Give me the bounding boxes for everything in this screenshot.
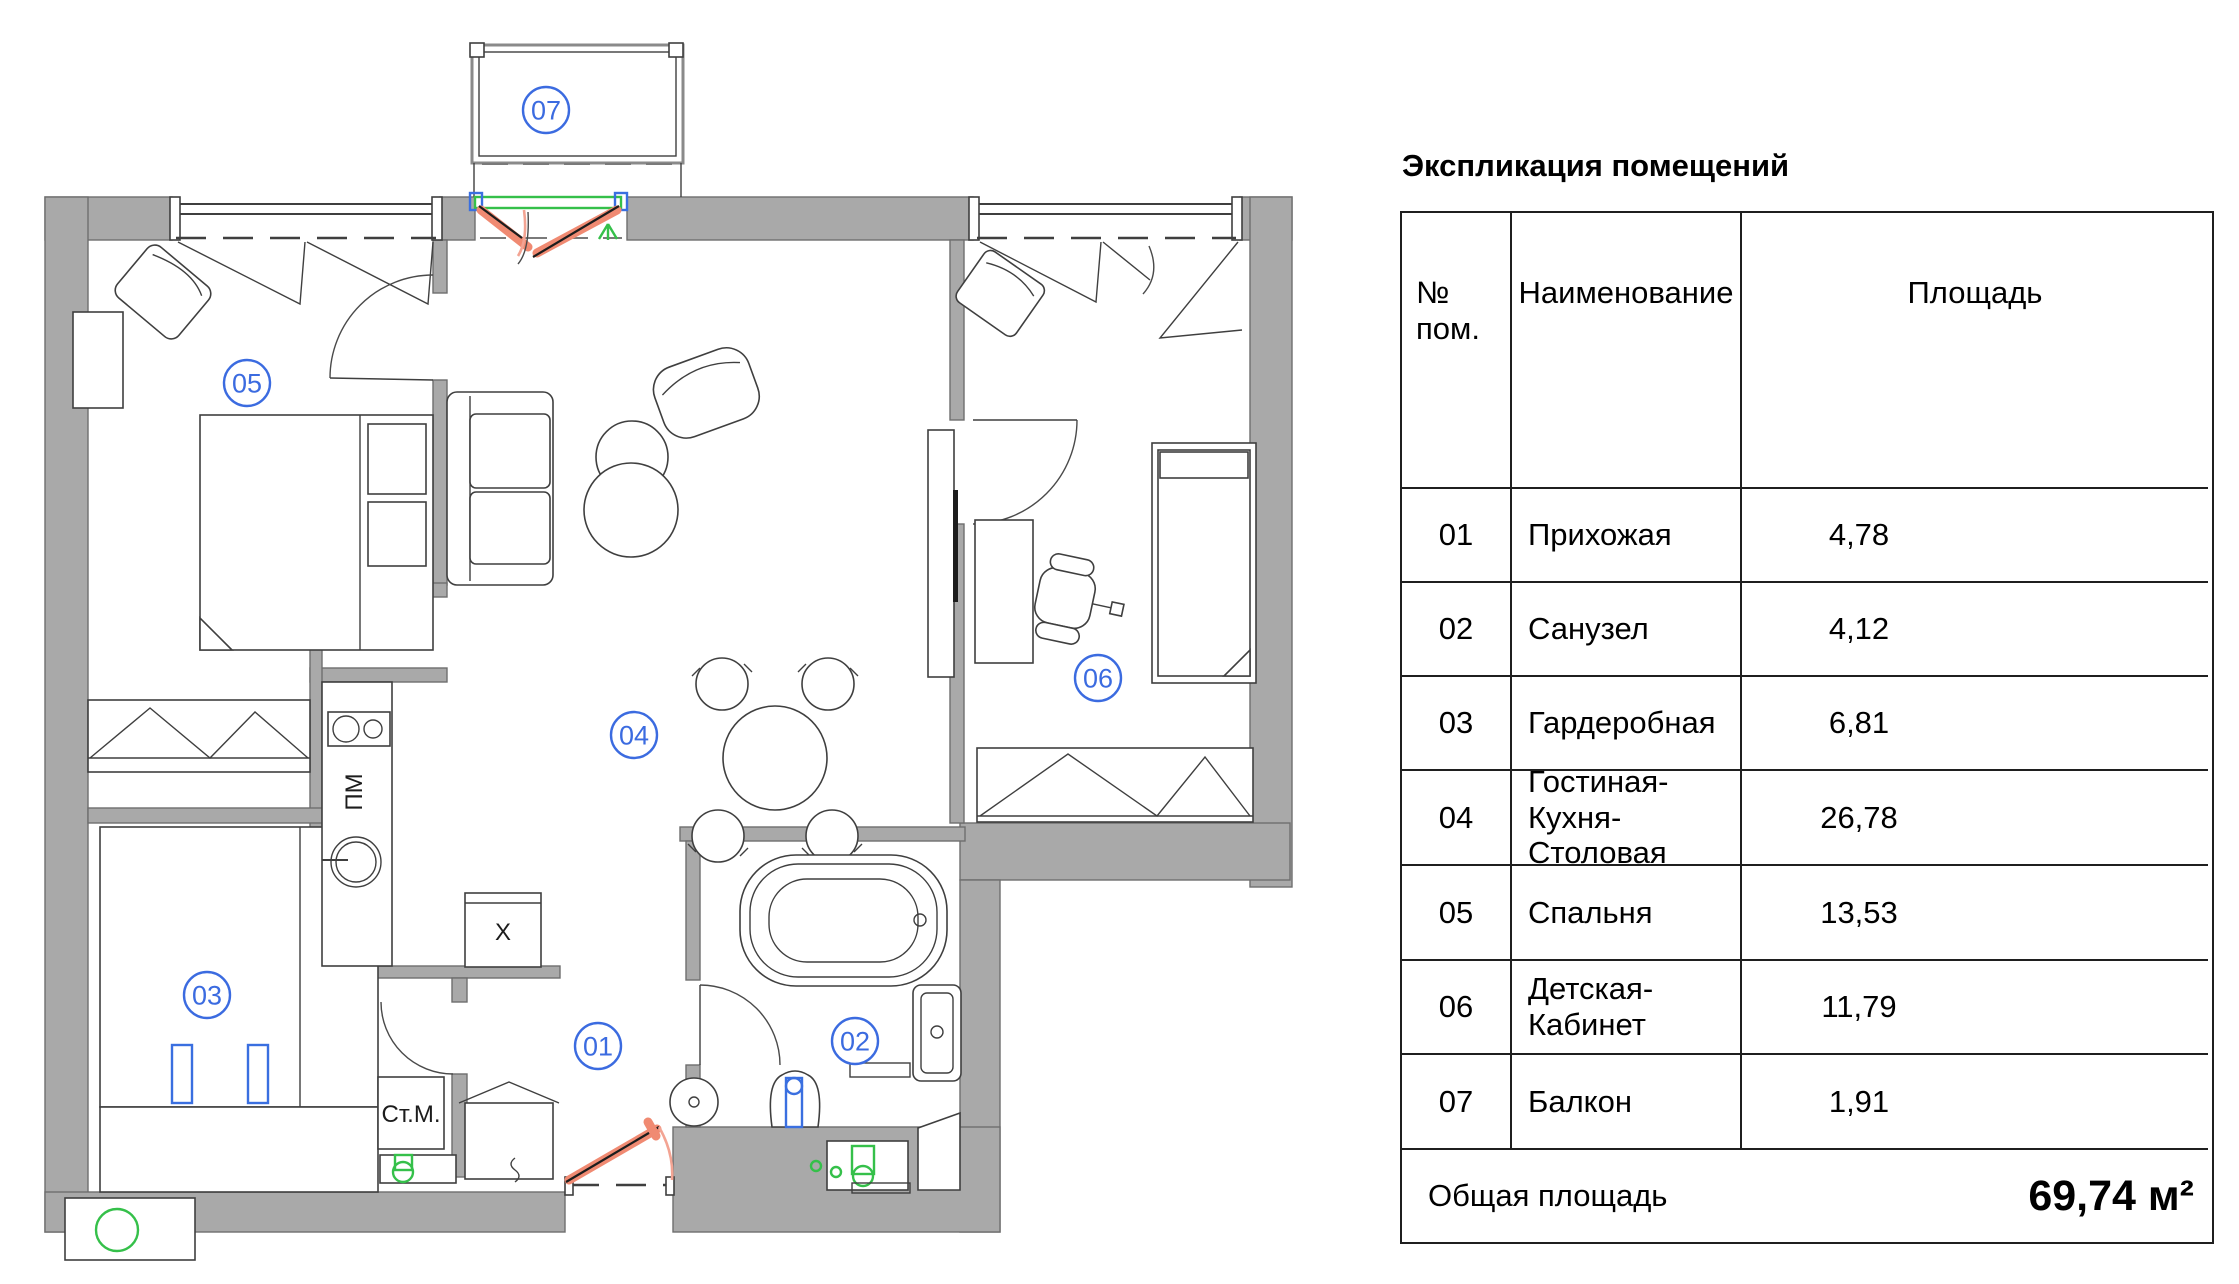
fridge-label: X [495,919,511,946]
dishwasher-label: ПМ [341,773,368,810]
washing-machine-label: Ст.М. [382,1101,441,1128]
col-header-area: Площадь [1742,213,2208,489]
room-badges: 01 02 03 04 05 06 07 [182,85,1123,1071]
shaft-niches [64,1111,961,1261]
fridge-box [464,892,542,968]
row-03-num: 03 [1402,677,1512,771]
row-07-num: 07 [1402,1055,1512,1150]
wardrobe-room [99,826,379,1193]
row-01-name: Прихожая [1512,489,1742,583]
window-bedroom [169,196,443,306]
row-05-name: Спальня [1512,866,1742,961]
balcony-door [468,191,629,265]
living-furniture [446,347,958,863]
row-05-num: 05 [1402,866,1512,961]
plan-text-labels: ПМ X Ст.М. [341,773,511,1128]
row-01-num: 01 [1402,489,1512,583]
row-04-area: 26,78 [1742,771,2208,866]
row-04-num: 04 [1402,771,1512,866]
bedroom-furniture [72,244,434,773]
room-label-03: 03 [192,981,222,1011]
row-02-area: 4,12 [1742,583,2208,677]
row-03-name: Гардеробная [1512,677,1742,771]
row-02-name: Санузел [1512,583,1742,677]
room-label-05: 05 [232,369,262,399]
col-header-num: № пом. [1402,213,1512,489]
row-03-area: 6,81 [1742,677,2208,771]
window-kidsroom [968,196,1243,339]
total-label: Общая площадь [1428,1178,1668,1213]
bathroom-fixtures [739,854,962,1129]
row-02-num: 02 [1402,583,1512,677]
row-01-area: 4,78 [1742,489,2208,583]
col-header-name: Наименование [1512,213,1742,489]
entry-door [564,1117,675,1196]
row-06-num: 06 [1402,961,1512,1055]
room-label-07: 07 [531,96,561,126]
total-row: Общая площадь 69,74 м² [1402,1150,2208,1242]
hallway-furniture [377,1076,719,1184]
balcony [469,42,685,197]
row-07-area: 1,91 [1742,1055,2208,1150]
row-07-name: Балкон [1512,1055,1742,1150]
row-05-area: 13,53 [1742,866,2208,961]
room-label-06: 06 [1083,664,1113,694]
kidsroom-furniture [955,249,1257,823]
row-06-area: 11,79 [1742,961,2208,1055]
room-label-02: 02 [840,1027,870,1057]
total-value: 69,74 м² [2028,1171,2194,1220]
room-label-04: 04 [619,721,649,751]
explication-title: Экспликация помещений [1402,148,1790,183]
kitchen [321,681,393,967]
row-04-name: Гостиная-Кухня-Столовая [1512,764,1742,870]
explication-table: № пом. Наименование Площадь 01 Прихожая … [1400,211,2214,1244]
row-06-name: Детская-Кабинет [1512,961,1742,1055]
room-label-01: 01 [583,1032,613,1062]
